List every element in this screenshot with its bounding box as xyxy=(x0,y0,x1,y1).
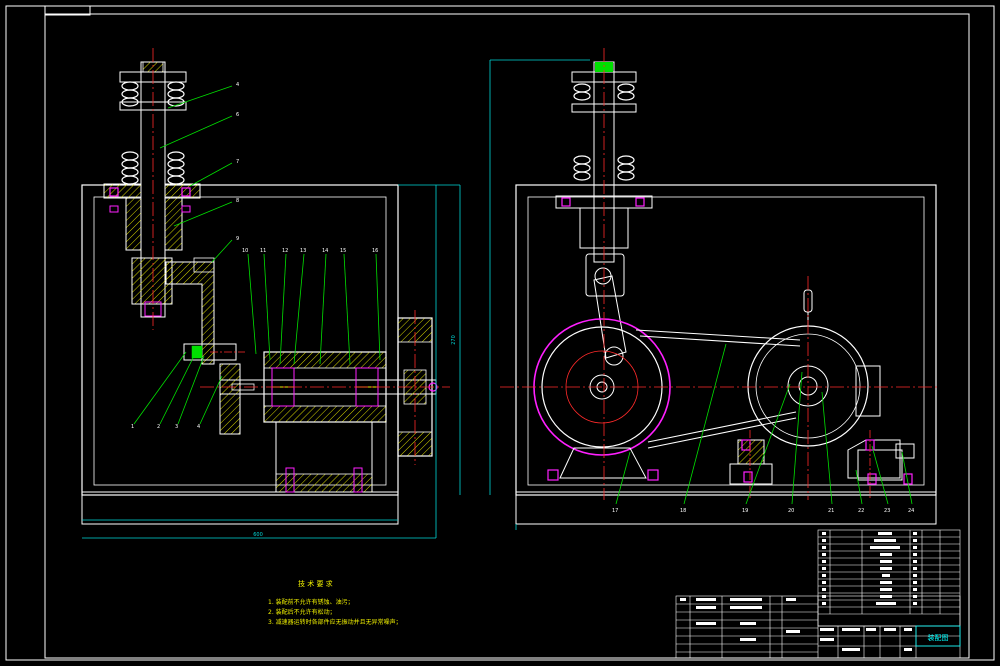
part-label: 22 xyxy=(858,508,864,514)
part-label: 15 xyxy=(340,248,346,254)
pin-block xyxy=(193,257,215,273)
upper-spring xyxy=(573,83,635,101)
part-label: 4 xyxy=(197,424,200,430)
left-frame-inner xyxy=(93,196,387,486)
crank-arm xyxy=(165,261,215,365)
tensioner-block xyxy=(857,449,903,481)
part-label: 17 xyxy=(612,508,618,514)
drive-belt-top xyxy=(635,329,801,341)
housing-bottom-hatch xyxy=(263,405,387,423)
drawing-title: 装配图 xyxy=(928,633,949,642)
left-base-plate xyxy=(81,491,399,525)
part-label: 1 xyxy=(131,424,134,430)
left-height-dim: 270 xyxy=(451,335,457,345)
notes-heading: 技 术 要 求 xyxy=(298,579,333,588)
part-label: 3 xyxy=(175,424,178,430)
bolt-symbol xyxy=(547,469,559,481)
right-leaders xyxy=(615,343,913,505)
part-label: 2 xyxy=(157,424,160,430)
housing-top-hatch xyxy=(263,351,387,369)
part-label: 7 xyxy=(236,159,239,165)
part-label: 10 xyxy=(242,248,248,254)
right-frame-outer xyxy=(515,184,937,496)
left-width-dim: 600 xyxy=(253,532,263,538)
corner-tag xyxy=(44,5,91,16)
drive-belt-top xyxy=(639,335,801,347)
part-label: 12 xyxy=(282,248,288,254)
crank-pin xyxy=(604,346,624,366)
upper-spring xyxy=(121,81,185,107)
left-leader-labels: 4 6 7 8 9 10 11 12 13 14 15 16 1 2 3 4 xyxy=(131,82,378,430)
lower-spring xyxy=(573,155,635,181)
part-label: 11 xyxy=(260,248,266,254)
tensioner-screw xyxy=(895,443,915,459)
part-label: 24 xyxy=(908,508,914,514)
bolt-symbol xyxy=(743,471,753,483)
part-label: 4 xyxy=(236,82,239,88)
note-line: 2. 装配后不允许有松动； xyxy=(268,608,336,616)
connecting-rod xyxy=(593,275,627,359)
part-label: 19 xyxy=(742,508,748,514)
title-block-cell-marks xyxy=(680,598,912,651)
part-label: 13 xyxy=(300,248,306,254)
bolt-symbol xyxy=(353,467,363,493)
bearing-block-base xyxy=(729,463,773,485)
right-base-plate xyxy=(515,491,937,525)
right-frame-inner xyxy=(527,196,925,486)
inner-border xyxy=(44,13,970,659)
drive-belt-bottom xyxy=(647,411,797,443)
motor-stand xyxy=(847,439,901,479)
bolt-symbol xyxy=(867,473,877,485)
title-box xyxy=(915,625,961,647)
bolt-symbol xyxy=(181,205,191,213)
right-front-view: 17 18 19 20 21 22 23 24 xyxy=(489,48,940,530)
note-line: 1. 装配前不允许有锈蚀、油污； xyxy=(268,598,354,606)
part-label: 21 xyxy=(828,508,834,514)
flywheel-stand xyxy=(559,447,647,479)
part-label: 9 xyxy=(236,236,239,242)
part-label: 6 xyxy=(236,112,239,118)
pedestal-foot xyxy=(275,473,373,493)
bolt-symbol xyxy=(109,205,119,213)
bolt-symbol xyxy=(647,469,659,481)
slider-block xyxy=(585,253,625,297)
crank-disc-hatch xyxy=(219,363,241,435)
part-label: 23 xyxy=(884,508,890,514)
left-leaders xyxy=(133,85,381,425)
left-section-view: 600 270 4 6 7 8 9 10 xyxy=(81,48,461,539)
motor-body xyxy=(855,365,881,417)
outer-border xyxy=(5,5,995,661)
part-label: 18 xyxy=(680,508,686,514)
technical-requirements: 技 术 要 求 1. 装配前不允许有锈蚀、油污； 2. 装配后不允许有松动； 3… xyxy=(268,579,402,626)
bolt-symbol xyxy=(109,187,119,197)
parts-list-table xyxy=(817,529,961,627)
slider-pin xyxy=(594,267,612,285)
part-label: 20 xyxy=(788,508,794,514)
part-label: 14 xyxy=(322,248,328,254)
slider-block xyxy=(131,257,173,305)
note-line: 3. 减速器运转时各部件应无振动并且无异常噪声； xyxy=(268,618,402,626)
title-block-grid xyxy=(675,595,961,659)
part-label: 16 xyxy=(372,248,378,254)
lower-spring xyxy=(121,151,185,185)
parts-list-cell-marks xyxy=(822,532,917,605)
right-leader-labels: 17 18 19 20 21 22 23 24 xyxy=(612,508,914,514)
bolt-symbol xyxy=(635,197,645,207)
crank-pin-key xyxy=(191,345,203,359)
bolt-symbol xyxy=(285,467,295,493)
drive-belt-bottom xyxy=(647,417,797,449)
bolt-symbol xyxy=(181,187,191,197)
part-label: 8 xyxy=(236,198,239,204)
bolt-symbol xyxy=(561,197,571,207)
